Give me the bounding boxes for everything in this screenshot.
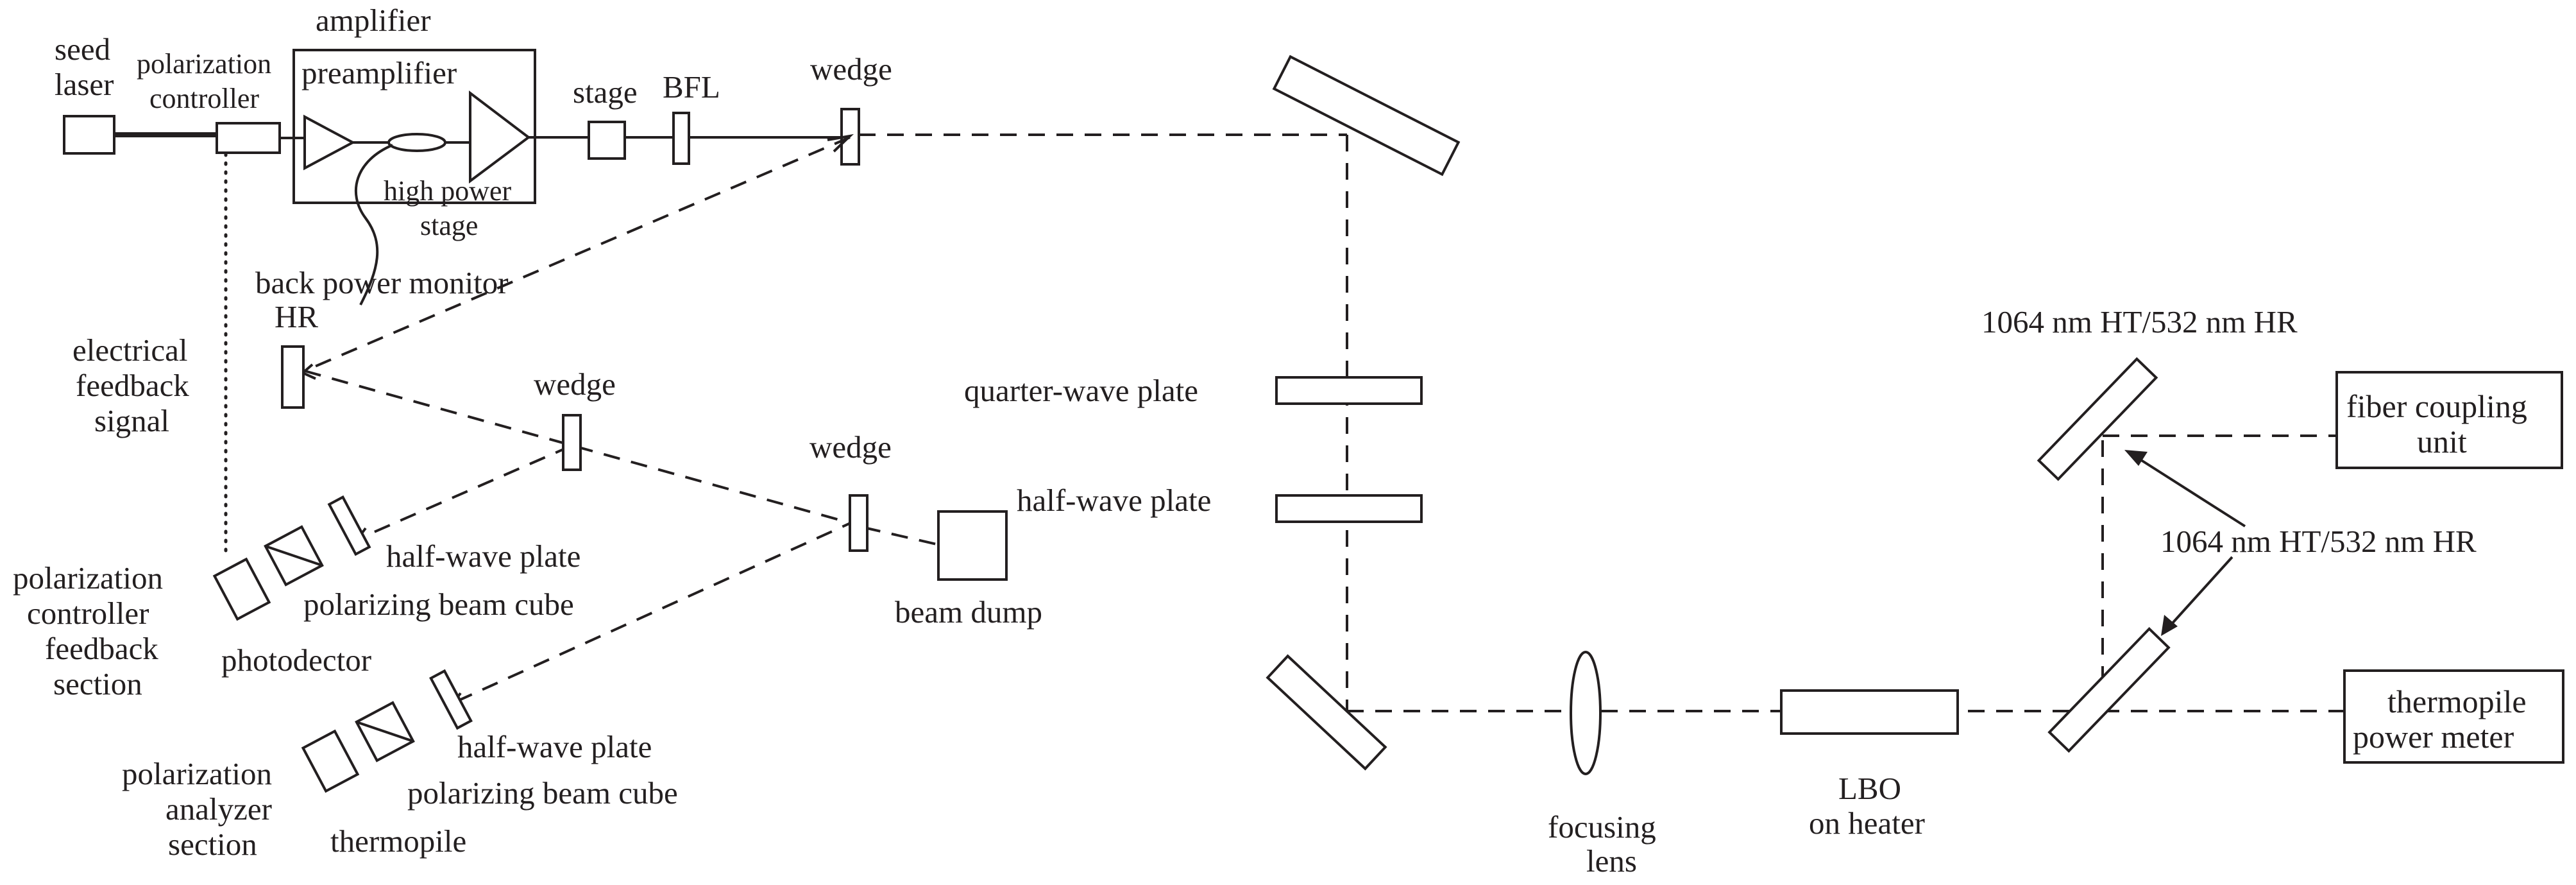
- beam-dump-box: [937, 510, 1008, 581]
- thermopile-detector: [301, 729, 360, 793]
- wedge-lower: [849, 494, 869, 552]
- half-wave-plate-main: [1275, 494, 1423, 523]
- fiber-coupler: [387, 133, 446, 152]
- high-power-stage-triangle: [469, 90, 531, 184]
- label-pas-2: analyzer: [165, 791, 272, 827]
- annotation-arrowhead-bottom: [2161, 615, 2178, 636]
- turning-mirror-bottom: [1266, 654, 1387, 771]
- fiber-coupling-unit: [2335, 371, 2563, 469]
- harmonic-mirror-top: [2037, 357, 2158, 481]
- label-thermopile-meter-1: thermopile: [2387, 683, 2527, 719]
- label-mirror-top: 1064 nm HT/532 nm HR: [1981, 304, 2298, 339]
- label-electrical-feedback-2: feedback: [76, 368, 189, 403]
- preamplifier-triangle: [303, 114, 356, 171]
- label-seed-laser-2: laser: [55, 67, 114, 102]
- stage-box: [588, 121, 626, 160]
- label-seed-laser-1: seed: [55, 31, 110, 67]
- label-high-power-2: stage: [420, 210, 478, 241]
- beam-to-pol-analyzer: [453, 519, 858, 704]
- label-pol-controller-1: polarization: [137, 48, 271, 80]
- label-half-wave-plate-2: half-wave plate: [457, 729, 652, 764]
- label-focusing-lens-1: focusing: [1548, 809, 1656, 845]
- half-wave-plate-2: [429, 669, 473, 730]
- label-pol-controller-2: controller: [149, 83, 259, 114]
- label-electrical-feedback-1: electrical: [72, 332, 188, 368]
- harmonic-mirror-bottom: [2047, 627, 2171, 753]
- beam-wedge-to-hr: [301, 136, 851, 374]
- label-pcfs-3: feedback: [45, 631, 158, 666]
- label-half-wave-plate-main: half-wave plate: [1017, 483, 1211, 518]
- label-amplifier: amplifier: [316, 3, 431, 38]
- thermopile-power-meter: [2343, 669, 2564, 764]
- label-photodector: photodector: [221, 642, 371, 678]
- label-pas-1: polarization: [122, 756, 272, 791]
- arrowhead-wedge: [827, 133, 854, 153]
- annotation-arrow-line-top: [2138, 458, 2246, 528]
- label-thermopile-meter-2: power meter: [2353, 719, 2514, 755]
- beam-to-pol-feedback: [357, 445, 572, 540]
- turning-mirror-top: [1272, 55, 1461, 176]
- back-monitor-tap-fiber: [355, 144, 393, 305]
- label-polarizing-beam-cube-2: polarizing beam cube: [407, 775, 678, 811]
- label-electrical-feedback-3: signal: [94, 403, 169, 438]
- label-lbo-1: LBO: [1838, 771, 1901, 806]
- annotation-arrowhead-top: [2124, 450, 2148, 466]
- beam-to-dump: [863, 526, 937, 546]
- half-wave-plate-1: [327, 495, 371, 556]
- label-wedge-top: wedge: [810, 51, 892, 87]
- label-pcfs-4: section: [53, 666, 142, 701]
- wedge-middle: [562, 414, 582, 471]
- label-bfl: BFL: [663, 69, 720, 105]
- label-quarter-wave-plate: quarter-wave plate: [964, 373, 1198, 408]
- label-mirror-middle: 1064 nm HT/532 nm HR: [2160, 524, 2477, 559]
- bfl-element: [672, 112, 690, 165]
- label-focusing-lens-2: lens: [1586, 843, 1637, 879]
- label-high-power-1: high power: [384, 175, 512, 207]
- label-hr: HR: [275, 299, 318, 334]
- label-fiber-coupling-2: unit: [2417, 424, 2467, 460]
- label-lbo-2: on heater: [1809, 805, 1925, 841]
- label-fiber-coupling-1: fiber coupling: [2346, 388, 2527, 424]
- polarizing-beam-cube-1: [264, 525, 324, 587]
- focusing-lens: [1570, 651, 1602, 775]
- label-wedge-middle: wedge: [534, 366, 616, 402]
- polarization-controller-box: [216, 122, 281, 154]
- seed-laser-box: [63, 115, 115, 155]
- annotation-arrow-line-bottom: [2170, 556, 2233, 626]
- label-thermopile: thermopile: [330, 823, 466, 859]
- label-preamplifier: preamplifier: [301, 55, 457, 90]
- label-half-wave-plate-1: half-wave plate: [386, 538, 580, 574]
- label-wedge-lower: wedge: [809, 429, 892, 465]
- label-pas-3: section: [168, 827, 257, 862]
- label-beam-dump: beam dump: [895, 594, 1042, 630]
- label-polarizing-beam-cube-1: polarizing beam cube: [303, 587, 574, 622]
- label-stage: stage: [573, 74, 638, 110]
- polarizing-beam-cube-2: [355, 701, 415, 762]
- quarter-wave-plate: [1275, 376, 1423, 405]
- label-pcfs-1: polarization: [13, 560, 163, 596]
- lbo-crystal: [1780, 689, 1959, 735]
- label-back-power-monitor: back power monitor: [255, 265, 509, 300]
- label-pcfs-2: controller: [27, 596, 149, 631]
- hr-mirror: [281, 345, 305, 409]
- photodector-1: [212, 557, 271, 621]
- amplifier-box: [292, 49, 536, 204]
